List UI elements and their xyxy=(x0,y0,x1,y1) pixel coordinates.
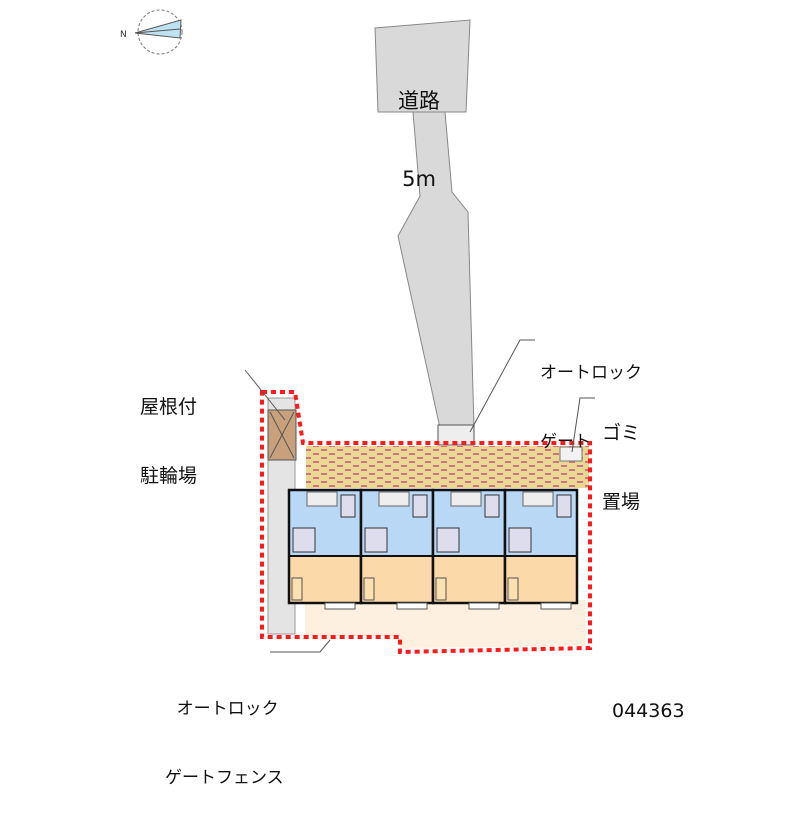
road-label: 道路 5m xyxy=(398,36,440,218)
unit-4 xyxy=(503,488,579,610)
bike-parking-line2: 駐輪場 xyxy=(140,465,198,487)
autolock-fence-label: オートロック ゲートフェンス xyxy=(165,652,284,813)
yard xyxy=(305,600,586,648)
autolock-gate-label: オートロック ゲート xyxy=(540,316,642,477)
garbage-label: ゴミ 置場 xyxy=(602,376,640,537)
garbage-line1: ゴミ xyxy=(602,422,641,444)
garbage-line2: 置場 xyxy=(602,491,641,513)
property-boundary xyxy=(260,390,592,655)
brick-paving xyxy=(306,446,589,488)
road-label-line1: 道路 xyxy=(398,89,440,113)
bike-parking-line1: 屋根付 xyxy=(140,396,198,418)
property-id: 044363 xyxy=(612,700,685,722)
road-box xyxy=(374,19,471,113)
autolock-gate-line2: ゲート xyxy=(540,432,591,452)
autolock-fence-line2: ゲートフェンス xyxy=(165,768,284,788)
unit-3 xyxy=(431,488,507,610)
bike-parking-label: 屋根付 駐輪場 xyxy=(140,350,197,511)
garbage-area xyxy=(559,446,583,462)
building xyxy=(287,488,579,610)
svg-text:N: N xyxy=(120,30,127,40)
autolock-fence-line1: オートロック xyxy=(176,699,279,719)
road-label-line2: 5m xyxy=(402,167,436,191)
site-map: N xyxy=(120,9,595,655)
north-arrow-icon: N xyxy=(120,9,183,55)
unit-1 xyxy=(287,488,363,610)
autolock-gate-line1: オートロック xyxy=(540,363,642,383)
unit-2 xyxy=(359,488,435,610)
